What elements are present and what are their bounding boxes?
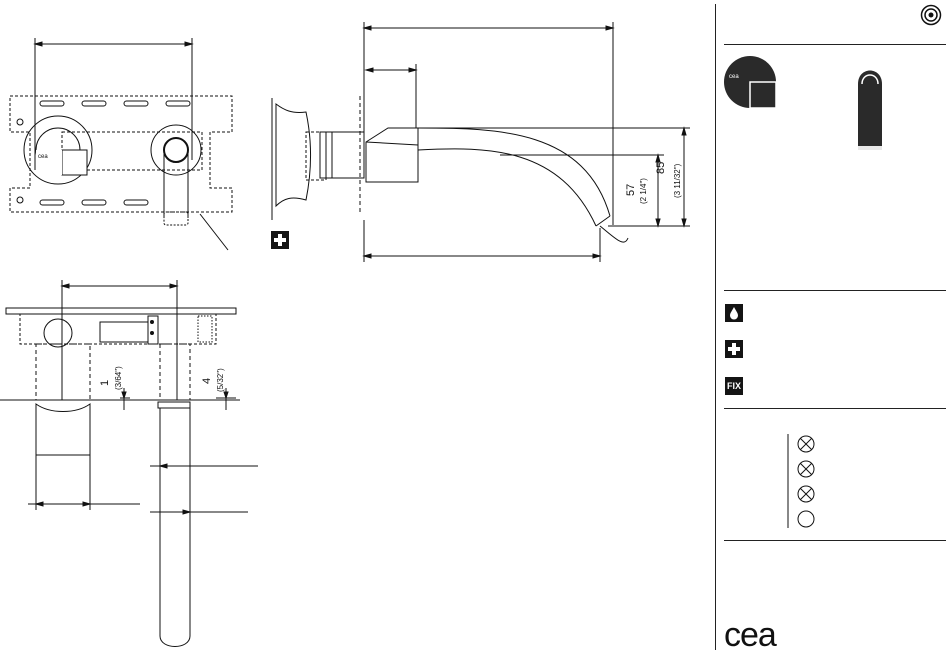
finish-swatch-mixer: cea (724, 56, 780, 112)
svg-text:cea: cea (729, 74, 739, 80)
dim-85-inch: (3 11/32") (673, 163, 682, 198)
spec-panel: cea FIX (712, 0, 950, 655)
flow-option-open (798, 511, 814, 527)
front-view (10, 38, 232, 250)
panel-rule-1 (724, 44, 946, 45)
dim-4: 4 (201, 378, 213, 384)
dim-1: 1 (99, 380, 111, 386)
dim-57: 57 (625, 184, 637, 196)
fix-icon: FIX (725, 377, 743, 395)
panel-rule-2 (724, 290, 946, 291)
section-view (0, 280, 258, 647)
water-drop-icon (725, 304, 743, 322)
plus-icon (725, 340, 743, 358)
flow-option-crossed (798, 461, 814, 477)
panel-rule-3 (724, 408, 946, 409)
flow-options (784, 432, 824, 532)
plus-icon (271, 231, 289, 249)
brand-logo: cea (724, 618, 776, 652)
side-view (272, 22, 690, 262)
dim-85: 85 (655, 162, 667, 174)
technical-drawing: cea (0, 0, 712, 655)
flow-option-crossed (798, 436, 814, 452)
panel-divider (715, 4, 716, 650)
dim-1-inch: (3/64") (114, 366, 123, 390)
dim-4-inch: (5/32") (216, 368, 225, 392)
dim-57-inch: (2 1/4") (639, 178, 648, 204)
box-label: cea (38, 154, 48, 160)
finish-swatch-spout (850, 62, 890, 154)
panel-rule-4 (724, 540, 946, 541)
target-icon (920, 4, 942, 26)
flow-option-crossed (798, 486, 814, 502)
